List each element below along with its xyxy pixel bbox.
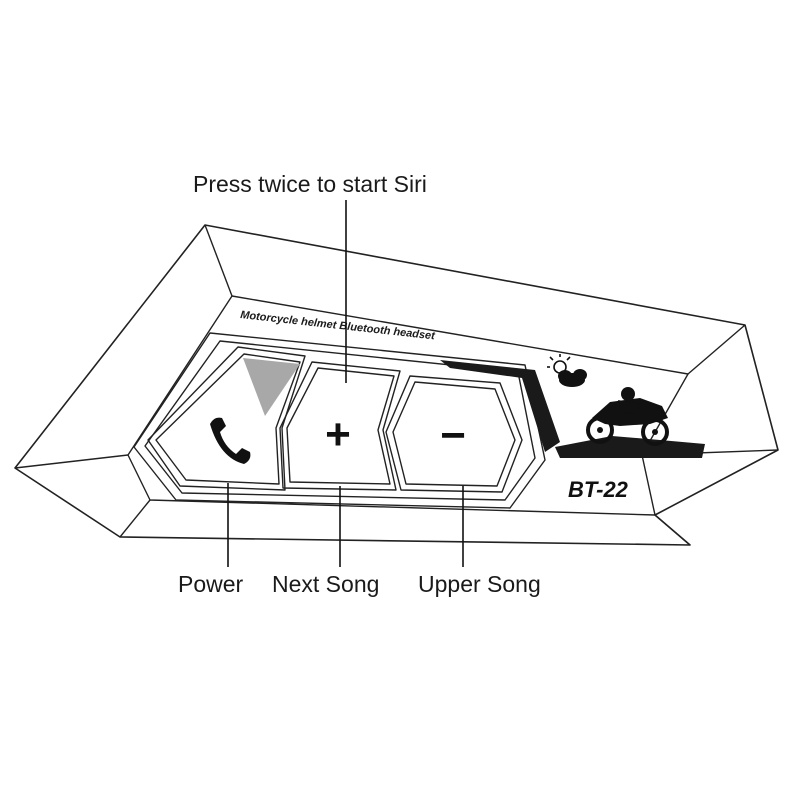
phone-handset-icon [210,417,251,464]
siri-callout: Press twice to start Siri [193,171,427,197]
next-song-callout: Next Song [272,571,379,597]
upper-song-button[interactable]: − [385,375,523,493]
model-label: BT-22 [568,477,629,502]
scenery-panel [440,354,705,458]
plus-icon: + [325,410,351,459]
upper-song-callout: Upper Song [418,571,541,597]
weather-icon [547,354,587,387]
minus-icon: − [440,411,466,460]
next-song-button[interactable]: + [279,361,401,491]
triangle-indicator [243,358,300,416]
power-button[interactable] [147,346,306,491]
power-callout: Power [178,571,244,597]
motorcycle-icon [586,387,669,446]
